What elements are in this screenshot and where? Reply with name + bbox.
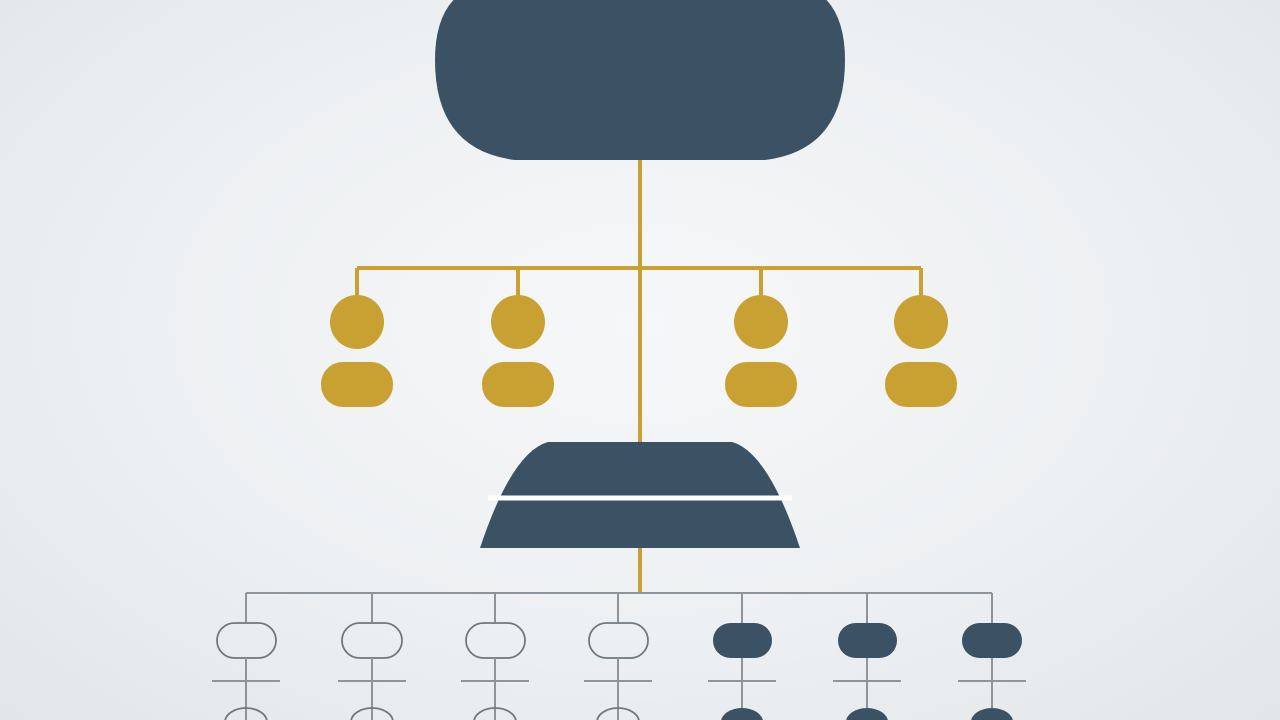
bottom-level-node [958, 593, 1026, 720]
second-level-node [885, 295, 957, 407]
pill-node-partial [971, 708, 1013, 720]
bottom-level-node [461, 593, 529, 720]
person-head [894, 295, 948, 349]
pill-node-partial [596, 707, 640, 720]
bottom-level-node [212, 593, 280, 720]
second-level-node [321, 295, 393, 407]
pill-node [341, 622, 403, 659]
bottom-level-node [338, 593, 406, 720]
pill-node [962, 623, 1022, 658]
person-head [330, 295, 384, 349]
pill-node [216, 622, 277, 659]
pill-node-partial [350, 707, 394, 720]
person-head [734, 295, 788, 349]
bottom-level-node [584, 593, 652, 720]
pill-node-partial [721, 708, 763, 720]
person-body [725, 362, 797, 407]
root-node [435, 0, 845, 160]
pill-node [713, 623, 772, 658]
pill-node [838, 623, 897, 658]
pill-node [465, 622, 526, 659]
bottom-level-node [708, 593, 776, 720]
pill-node-partial [846, 708, 888, 720]
pill-node-partial [224, 707, 268, 720]
second-level-node [482, 295, 554, 407]
second-level-node [725, 295, 797, 407]
middle-node [480, 442, 800, 548]
person-head [491, 295, 545, 349]
person-body [885, 362, 957, 407]
bottom-level-node [833, 593, 901, 720]
pill-node-partial [473, 707, 517, 720]
person-body [321, 362, 393, 407]
pill-node [588, 622, 649, 659]
person-body [482, 362, 554, 407]
